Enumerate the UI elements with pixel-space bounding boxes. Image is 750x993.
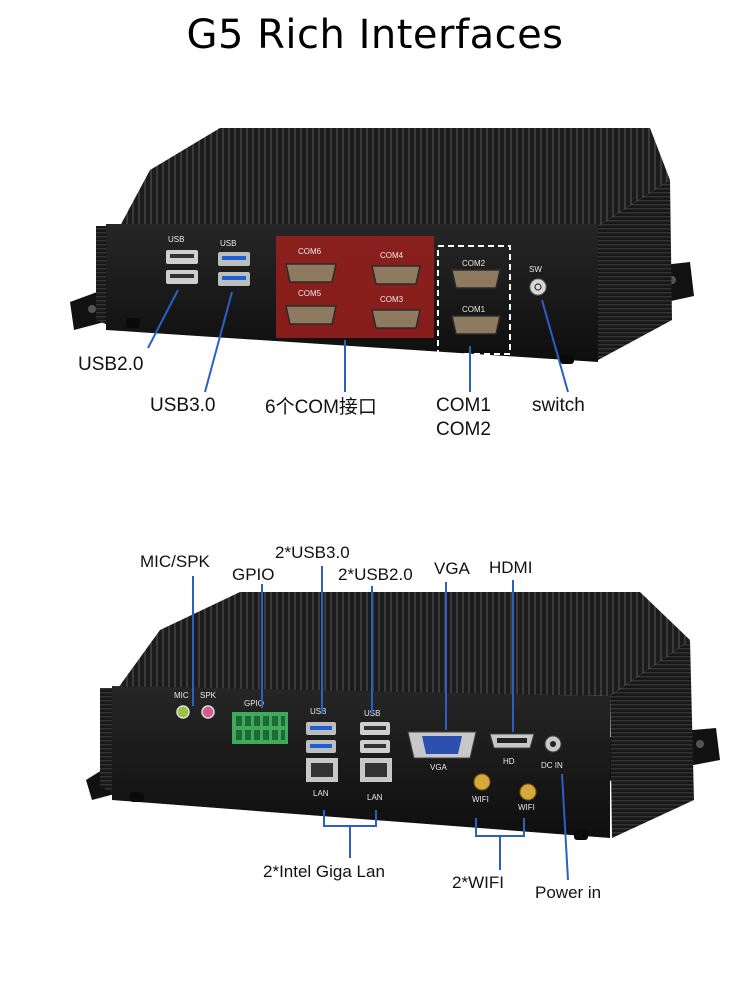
panel-com6-label: COM6 [298, 247, 322, 256]
panel-hd-label: HD [503, 757, 515, 766]
panel-mic-label: MIC [174, 691, 189, 700]
front-device: USB USB COM6 COM4 COM5 COM3 COM2 COM1 SW [70, 128, 694, 364]
rear-device: MIC SPK GPIO USB USB VGA HD DC IN LAN LA… [86, 592, 720, 840]
callout-mic-spk: MIC/SPK [140, 552, 210, 571]
panel-com5-label: COM5 [298, 289, 322, 298]
heatsink-side [598, 180, 672, 360]
panel-com4-label: COM4 [380, 251, 404, 260]
com12-dashed-box [437, 245, 511, 355]
panel-usb-label: USB [220, 239, 236, 248]
panel-sw-label: SW [529, 265, 542, 274]
page-title: G5 Rich Interfaces [186, 12, 564, 58]
heatsink-top [120, 128, 670, 226]
callout-com1: COM1 [436, 395, 491, 416]
rear-callout-lines [192, 566, 569, 881]
panel-wifi-label: WIFI [472, 795, 489, 804]
mic-jack-icon [176, 705, 190, 719]
panel-gpio-label: GPIO [244, 699, 264, 708]
wifi-connector-icon [519, 783, 537, 801]
callout-usb3: USB3.0 [150, 395, 216, 416]
callout-usb3: 2*USB3.0 [275, 543, 350, 562]
callout-hdmi: HDMI [489, 558, 533, 577]
panel-usb-label: USB [310, 707, 326, 716]
panel-lan-label: LAN [367, 793, 383, 802]
panel-com2-label: COM2 [462, 259, 486, 268]
wifi-connector-icon [473, 773, 491, 791]
power-switch-icon [529, 278, 547, 296]
panel-lan-label: LAN [313, 789, 329, 798]
panel-com3-label: COM3 [380, 295, 404, 304]
callout-lan: 2*Intel Giga Lan [263, 862, 385, 881]
panel-spk-label: SPK [200, 691, 217, 700]
heatsink-top [118, 592, 690, 696]
spk-jack-icon [201, 705, 215, 719]
heatsink-side [610, 640, 694, 838]
callout-com2: COM2 [436, 419, 491, 440]
panel-vga-label: VGA [430, 763, 448, 772]
callout-usb2: USB2.0 [78, 354, 144, 375]
callout-wifi: 2*WIFI [452, 873, 504, 892]
callout-vga: VGA [434, 559, 470, 578]
callout-com-ports: 6个COM接口 [265, 397, 377, 418]
callout-gpio: GPIO [232, 565, 275, 584]
callout-usb2: 2*USB2.0 [338, 565, 413, 584]
panel-dcin-label: DC IN [541, 761, 563, 770]
panel-usb-label: USB [168, 235, 184, 244]
front-callout-lines [147, 289, 569, 393]
panel-com1-label: COM1 [462, 305, 486, 314]
callout-power: Power in [535, 883, 602, 902]
callout-switch: switch [532, 395, 585, 416]
panel-wifi-label: WIFI [518, 803, 535, 812]
